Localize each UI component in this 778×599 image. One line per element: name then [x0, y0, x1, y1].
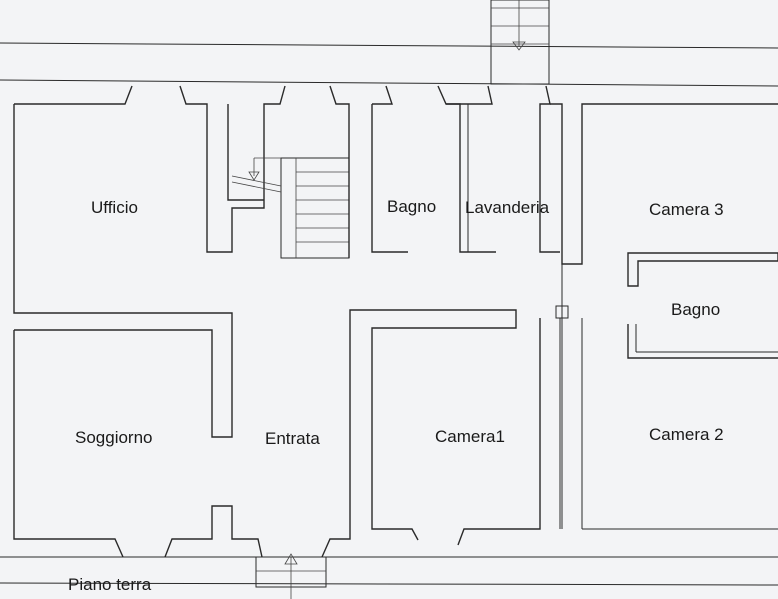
room-camera1	[321, 309, 561, 558]
label-lavanderia: Lavanderia	[465, 198, 550, 217]
label-camera1: Camera1	[435, 427, 505, 446]
room-lavanderia	[437, 85, 560, 253]
room-bagno-right	[627, 252, 778, 359]
label-bagno-right: Bagno	[671, 300, 720, 319]
label-camera3: Camera 3	[649, 200, 724, 219]
room-bagno-top	[371, 85, 408, 253]
entrance-steps	[255, 553, 327, 599]
central-stair	[227, 85, 350, 259]
room-ufficio	[13, 85, 286, 438]
rear-stair	[490, 0, 550, 85]
label-soggiorno: Soggiorno	[75, 428, 153, 447]
label-camera2: Camera 2	[649, 425, 724, 444]
label-entrata: Entrata	[265, 429, 320, 448]
room-soggiorno	[13, 330, 263, 558]
outer-walls	[0, 42, 778, 586]
room-labels: Ufficio Bagno Lavanderia Camera 3 Bagno …	[68, 197, 724, 594]
label-ufficio: Ufficio	[91, 198, 138, 217]
room-camera3	[550, 103, 778, 530]
plan-caption: Piano terra	[68, 575, 152, 594]
label-bagno-top: Bagno	[387, 197, 436, 216]
